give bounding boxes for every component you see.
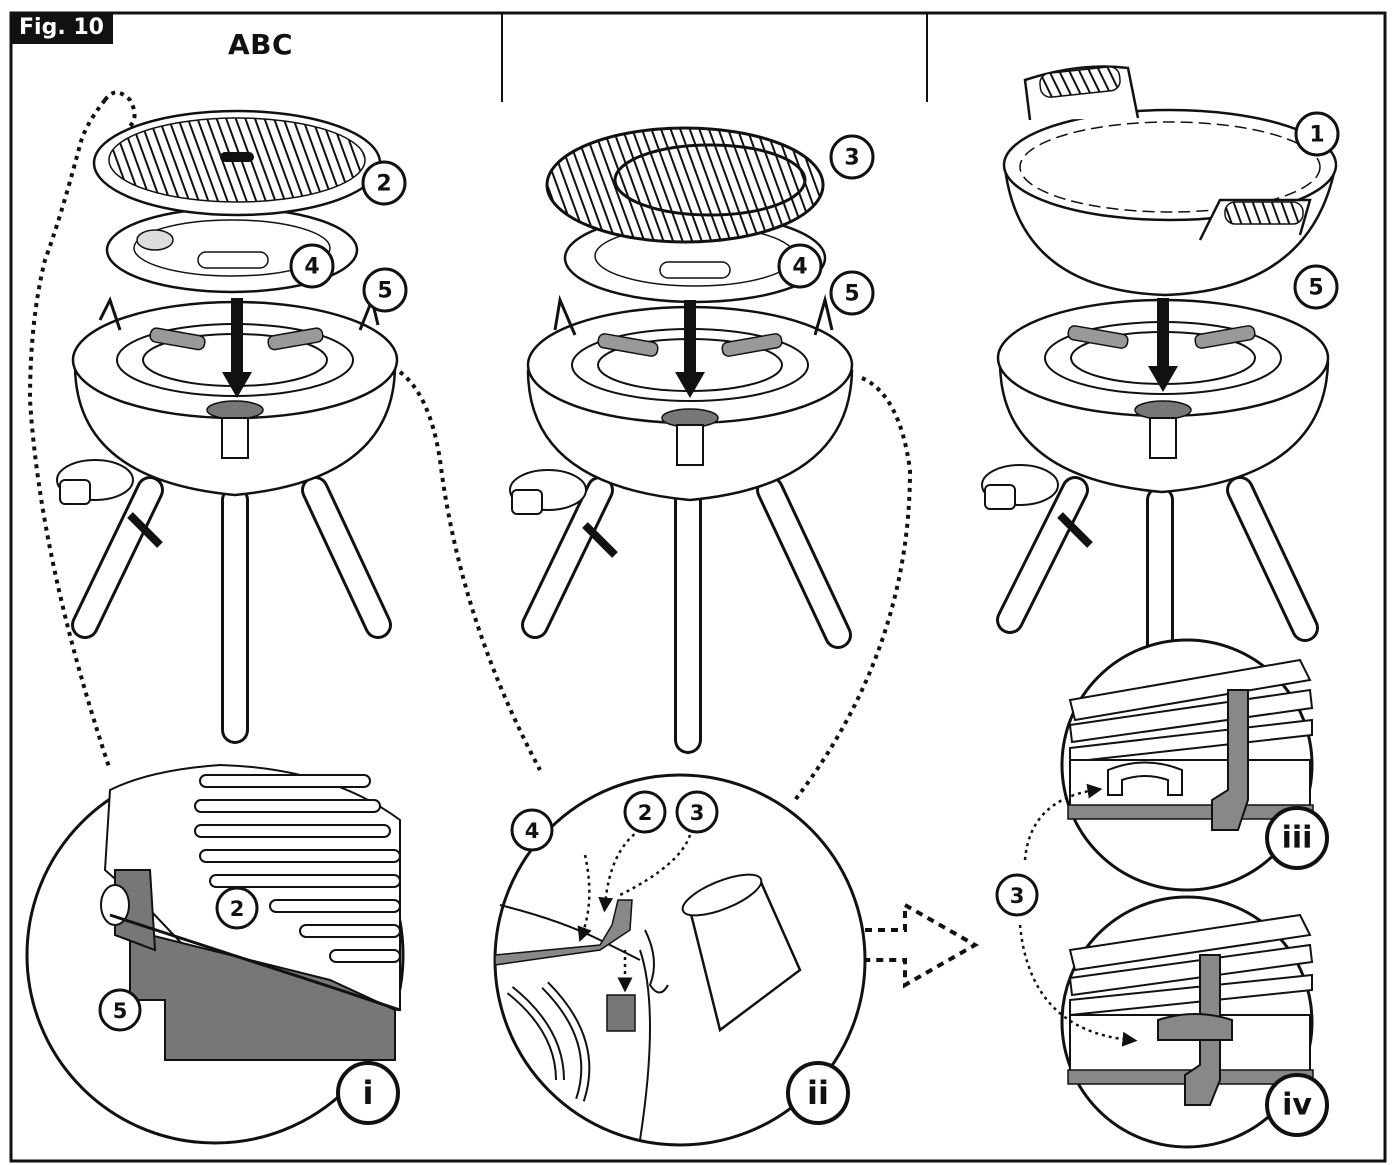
plancha-plate: [92, 109, 382, 217]
callout-p5-panel2: 5: [829, 270, 875, 316]
stove-base: [56, 295, 399, 744]
callout-p3-detail-iii-iv: 3: [995, 873, 1039, 917]
svg-text:2: 2: [376, 172, 391, 197]
callout-p2-detail-ii: 2: [623, 790, 667, 834]
callout-p2-detail-i: 2: [215, 886, 259, 930]
callout-p4-detail-ii: 4: [510, 808, 554, 852]
wok-pan: [1002, 65, 1338, 297]
detail-label-iv: iv: [1265, 1073, 1329, 1137]
callout-p4-panel1: 4: [289, 243, 335, 289]
svg-text:3: 3: [690, 801, 705, 825]
callout-p4-panel2: 4: [777, 243, 823, 289]
grill-grate: [545, 126, 825, 244]
stove-base-2: [509, 294, 854, 754]
figure-frame: [9, 11, 1387, 1163]
detail-view-i: [25, 763, 405, 1145]
transition-arrow: [865, 901, 980, 989]
detail-view-iii: [1060, 638, 1314, 892]
svg-text:2: 2: [638, 801, 653, 825]
callout-p3-detail-ii: 3: [675, 790, 719, 834]
svg-text:2: 2: [230, 897, 245, 921]
leader-detail-ii-right: [793, 376, 913, 802]
svg-text:4: 4: [792, 255, 807, 280]
svg-text:ii: ii: [807, 1074, 829, 1112]
panel-plancha: [27, 90, 399, 771]
callout-p5-panel3: 5: [1293, 264, 1339, 310]
down-arrow-head: [222, 372, 252, 398]
detail-label-iii: iii: [1265, 806, 1329, 870]
panel-wok: [981, 65, 1338, 664]
svg-text:5: 5: [1308, 276, 1323, 301]
svg-text:5: 5: [113, 999, 128, 1023]
stove-base-3: [981, 298, 1330, 664]
svg-text:4: 4: [525, 819, 540, 843]
callout-p5-panel1: 5: [362, 267, 408, 313]
svg-text:iv: iv: [1282, 1088, 1312, 1123]
detail-label-i: i: [336, 1061, 400, 1125]
detail-view-iv: [1060, 895, 1314, 1149]
figure-tag: Fig. 10: [11, 13, 113, 44]
svg-text:i: i: [363, 1074, 374, 1112]
callout-p5-detail-i: 5: [98, 988, 142, 1032]
callout-p1-panel3: 1: [1294, 111, 1340, 157]
svg-text:iii: iii: [1282, 821, 1313, 856]
leader-to-iv: [1018, 924, 1138, 1047]
svg-text:4: 4: [304, 255, 319, 280]
callout-p3-panel2: 3: [829, 134, 875, 180]
detail-label-ii: ii: [786, 1061, 850, 1125]
leader-detail-ii-left: [398, 370, 542, 771]
svg-text:1: 1: [1309, 123, 1324, 148]
svg-text:3: 3: [844, 146, 859, 171]
callout-p2-panel1: 2: [361, 160, 407, 206]
panel-grill: [398, 126, 913, 802]
svg-text:5: 5: [377, 279, 392, 304]
set-label: ABC: [228, 28, 294, 61]
svg-text:3: 3: [1010, 884, 1025, 908]
svg-text:5: 5: [844, 282, 859, 307]
